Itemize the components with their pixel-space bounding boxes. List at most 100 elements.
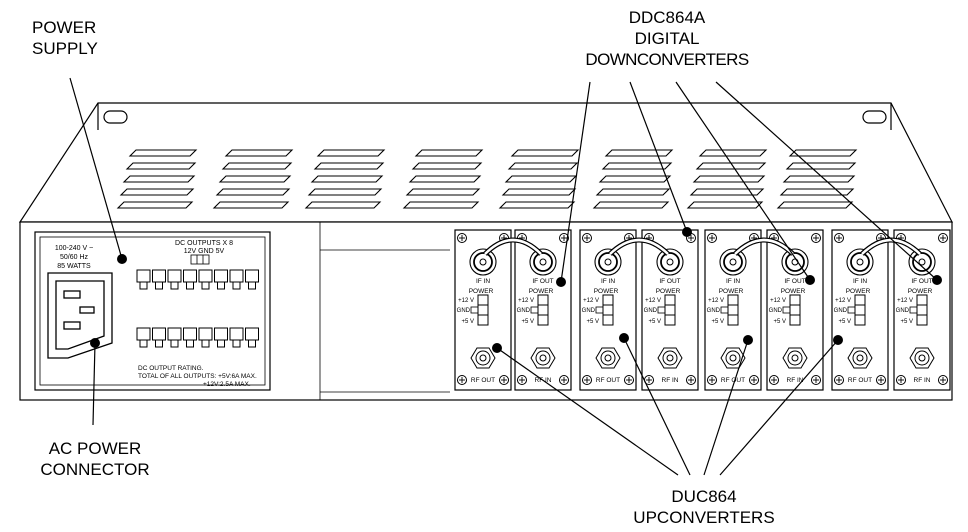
dc-connector-latch	[217, 281, 225, 290]
dc-connector-latch	[232, 339, 241, 348]
v12-label: +12 V	[645, 298, 661, 304]
vent-slot	[224, 149, 294, 157]
bottom-jack-label: RF IN	[914, 377, 931, 384]
dc-connector-latch	[170, 281, 179, 290]
screw-icon	[834, 233, 844, 243]
top-jack-label: IF IN	[601, 278, 615, 285]
gnd-label: GND	[896, 308, 910, 314]
vent-slot	[313, 162, 385, 170]
dc-connector-latch	[248, 281, 256, 290]
vent-slot	[116, 201, 194, 209]
dc-connector	[136, 269, 151, 283]
bnc-connector	[595, 347, 621, 369]
dc-connector	[198, 327, 213, 341]
dc-pins-label: 12V GND 5V	[184, 248, 225, 255]
dc-connector	[183, 269, 197, 283]
screw-icon	[624, 375, 634, 385]
screw-icon	[876, 375, 886, 385]
callout-line: AC POWER	[48, 439, 142, 458]
bottom-jack-label: RF OUT	[471, 377, 495, 384]
gnd-label: GND	[707, 308, 721, 314]
vent-slot	[501, 188, 577, 196]
vent-slot	[212, 201, 290, 209]
bnc-connector	[657, 347, 683, 369]
sma-connector	[846, 248, 874, 276]
dc-connector	[167, 327, 182, 341]
v5-label: +5 V	[773, 319, 786, 325]
vent-slot	[601, 162, 673, 170]
bottom-jack-label: RF OUT	[596, 377, 620, 384]
bnc-connector	[847, 347, 873, 369]
dc-connector-latch	[201, 281, 210, 290]
screw-icon	[749, 375, 759, 385]
screw-icon	[559, 375, 569, 385]
rating-line-2: TOTAL OF ALL OUTPUTS: +5V:6A MAX.	[138, 373, 257, 380]
callout-line: DIGITAL	[634, 29, 700, 48]
bnc-connector	[470, 347, 496, 369]
vent-slot	[692, 175, 766, 183]
vent-slot	[689, 188, 765, 196]
power-supply-callout: POWER SUPPLY	[32, 17, 98, 59]
vent-slot	[405, 188, 481, 196]
dc-connector	[198, 269, 213, 283]
bottom-jack-label: RF IN	[787, 377, 804, 384]
bnc-connector	[782, 347, 808, 369]
v5-label: +5 V	[711, 319, 724, 325]
psu-voltage: 100-240 V ~	[55, 245, 93, 252]
vent-slot	[498, 201, 576, 209]
callout-dots	[90, 227, 942, 353]
power-label: POWER	[594, 288, 619, 295]
v12-label: +12 V	[897, 298, 913, 304]
dc-connector	[167, 269, 182, 283]
bottom-jack-label: RF OUT	[721, 377, 745, 384]
sma-connector	[594, 248, 622, 276]
screw-icon	[582, 233, 592, 243]
dc-connector-latch	[170, 339, 179, 348]
callout-line: SUPPLY	[32, 39, 98, 58]
mounting-slot-right	[862, 110, 887, 124]
dc-connector-latch	[155, 339, 163, 348]
screw-icon	[457, 233, 467, 243]
top-jack-label: IF OUT	[659, 278, 680, 285]
dc-connector	[229, 327, 244, 341]
gnd-label: GND	[517, 308, 531, 314]
dc-connector	[136, 327, 151, 341]
psu-watts: 85 WATTS	[57, 263, 91, 270]
v5-label: +5 V	[586, 319, 599, 325]
dc-connector-latch	[201, 339, 210, 348]
screw-icon	[499, 375, 509, 385]
vent-slot	[698, 149, 768, 157]
duc-callout: DUC864 UPCONVERTERS	[620, 486, 788, 528]
vent-slot	[785, 162, 857, 170]
vent-slot	[128, 149, 198, 157]
v12-label: +12 V	[770, 298, 786, 304]
bottom-jack-label: RF OUT	[848, 377, 872, 384]
callout-line: DOWNCONVERTERS	[585, 50, 749, 69]
sma-connector	[656, 248, 684, 276]
v5-label: +5 V	[648, 319, 661, 325]
v12-label: +12 V	[708, 298, 724, 304]
dc-connector-latch	[232, 281, 241, 290]
bnc-connector	[530, 347, 556, 369]
power-label: POWER	[908, 288, 933, 295]
screw-icon	[938, 375, 948, 385]
vent-slot	[414, 149, 484, 157]
psu-frequency: 50/60 Hz	[60, 254, 89, 261]
vent-slot	[119, 188, 195, 196]
sma-connector	[469, 248, 497, 276]
dc-connector	[214, 327, 228, 341]
gnd-label: GND	[834, 308, 848, 314]
dc-connector-latch	[217, 339, 225, 348]
power-label: POWER	[781, 288, 806, 295]
power-supply-panel: 100-240 V ~ 50/60 Hz 85 WATTS DC OUTPUTS…	[34, 231, 271, 391]
screw-icon	[707, 375, 717, 385]
vent-slot	[221, 162, 293, 170]
iec-power-inlet	[47, 272, 113, 359]
vent-slot	[782, 175, 856, 183]
power-label: POWER	[529, 288, 554, 295]
